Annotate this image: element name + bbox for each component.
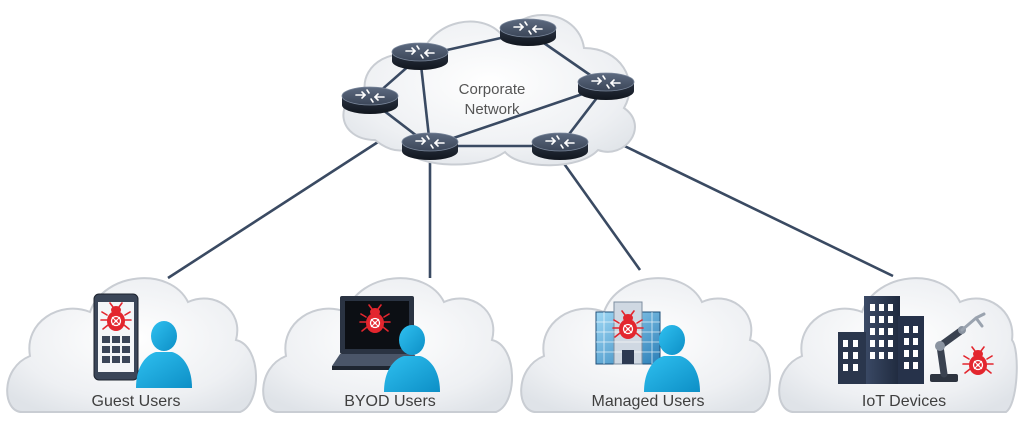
core-label-line1: Corporate <box>458 81 526 98</box>
segment-label-iot-devices: IoT Devices <box>861 393 947 410</box>
router-icon <box>499 18 557 47</box>
link-managed <box>558 157 642 271</box>
link-iot <box>611 138 894 278</box>
core-label-line2: Network <box>464 101 520 118</box>
factory-building-icon <box>838 296 924 384</box>
segment-label-managed-users: Managed Users <box>591 393 705 410</box>
uplink-lines <box>167 138 894 280</box>
router-icon <box>531 132 589 161</box>
link-guest <box>167 140 379 280</box>
router-icon <box>391 42 449 71</box>
router-icon <box>341 86 399 115</box>
router-icon <box>577 72 635 101</box>
corporate-network-label: Corporate Network <box>432 80 552 120</box>
robot-arm-icon <box>930 312 986 382</box>
segment-label-byod-users: BYOD Users <box>344 393 436 410</box>
corporate-cloud <box>342 14 636 167</box>
segment-label-guest-users: Guest Users <box>91 393 181 410</box>
router-icon <box>401 132 459 161</box>
